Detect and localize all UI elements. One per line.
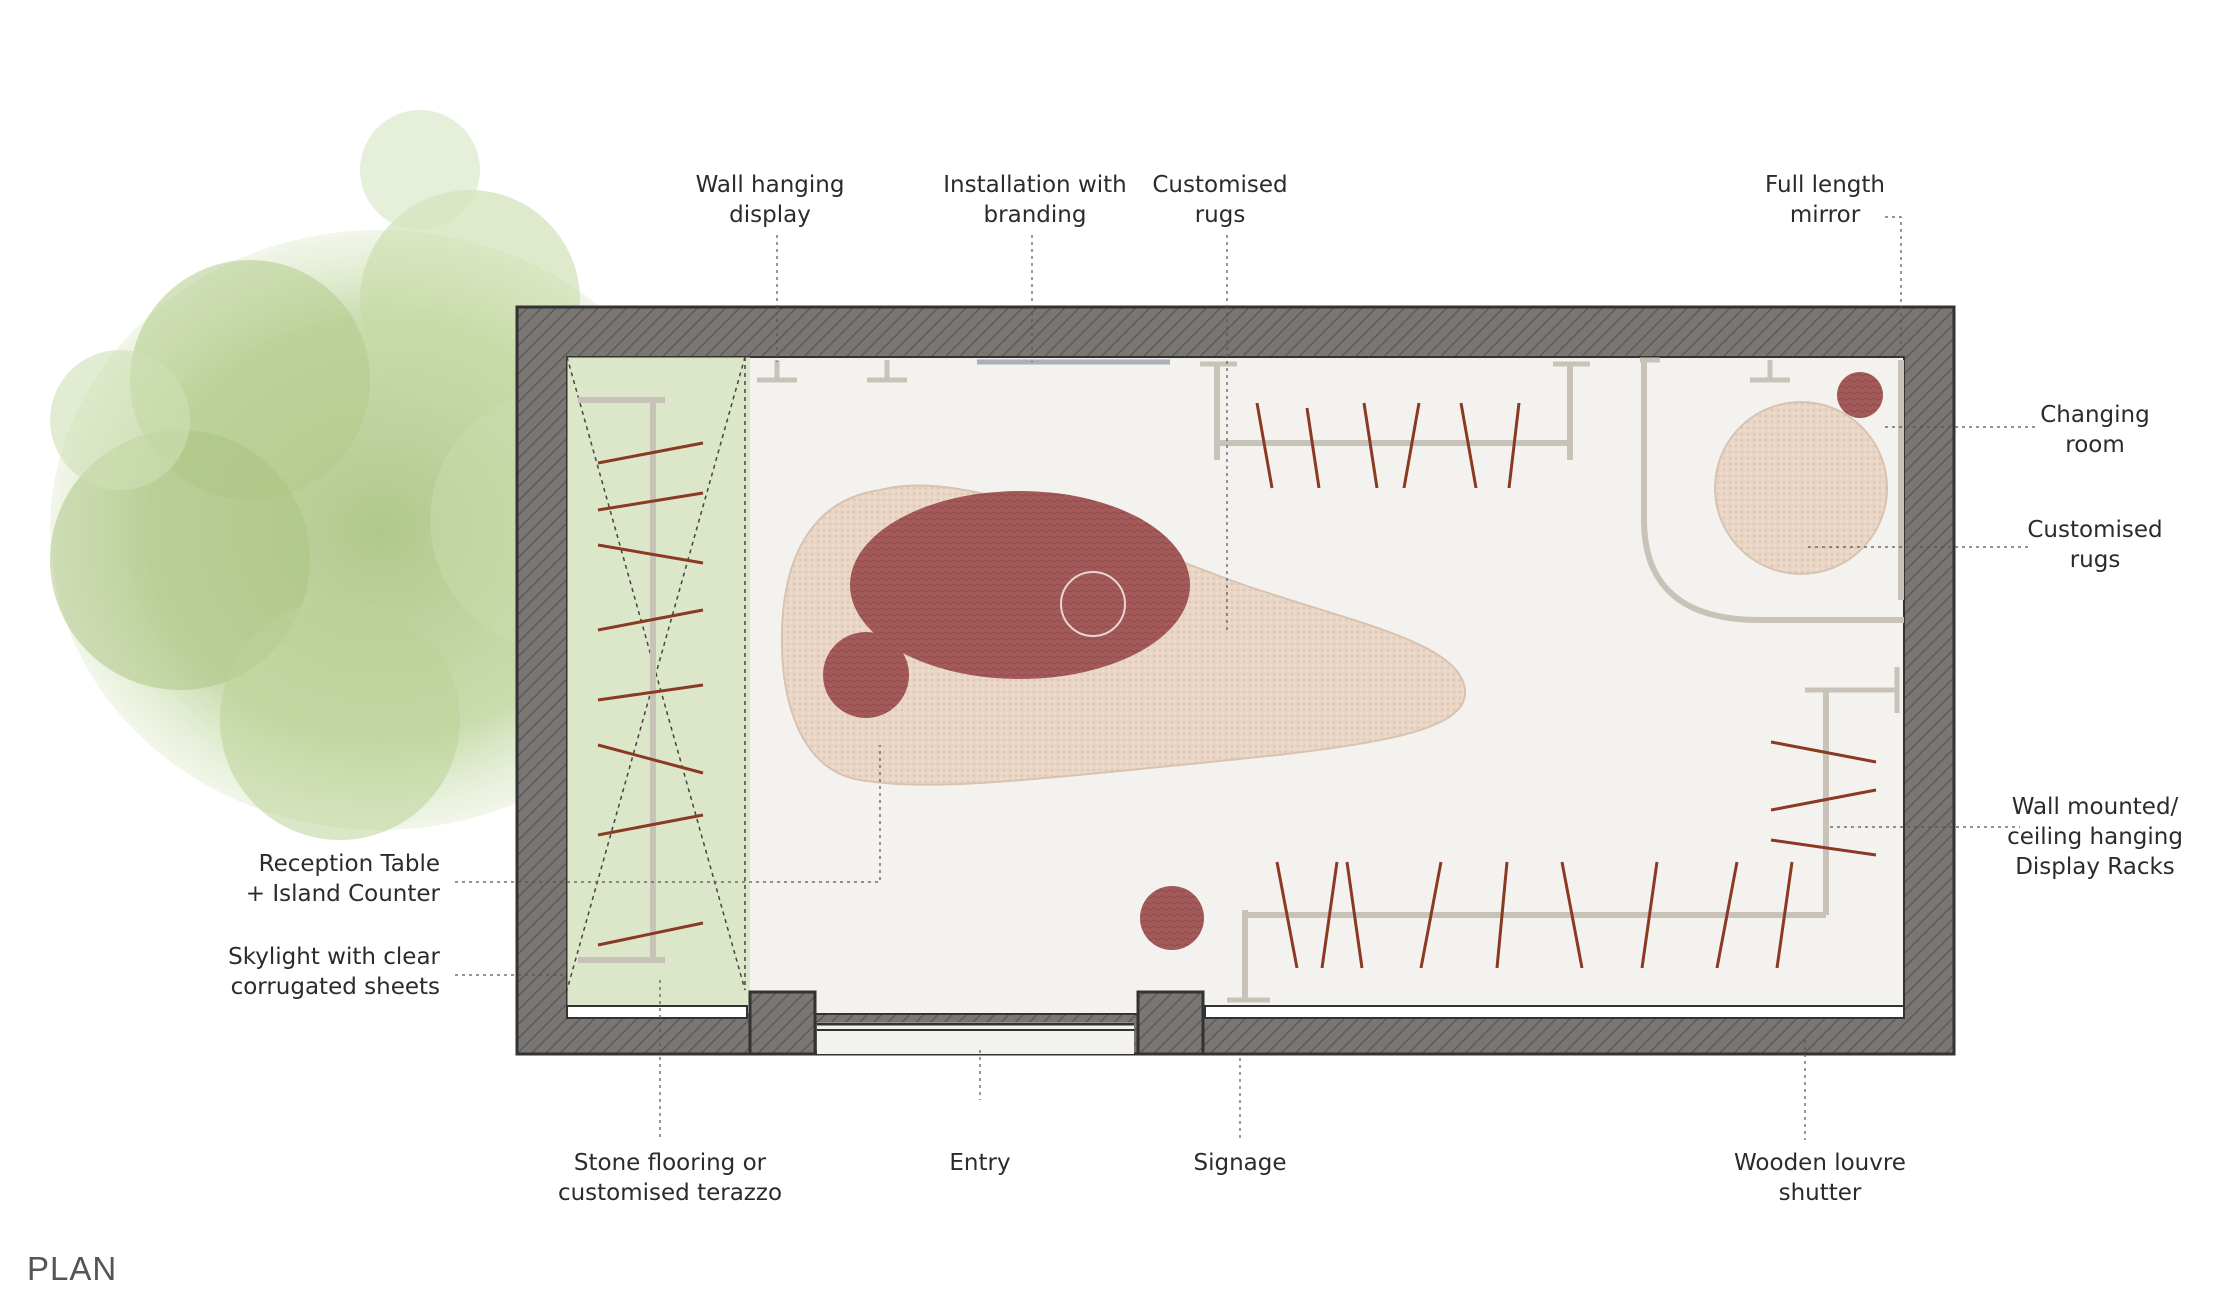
bottom-louvre	[566, 990, 1905, 1056]
label-wooden-louvre: Wooden louvre shutter	[1734, 1150, 1906, 1206]
top-wall-fixtures	[757, 357, 1790, 383]
label-customised-rugs-top: Customised rugs	[1152, 172, 1288, 228]
label-stone-flooring: Stone flooring or customised terazzo	[557, 1150, 783, 1206]
label-changing-room: Changing room	[2040, 402, 2150, 458]
label-customised-rugs-right: Customised rugs	[2027, 517, 2163, 573]
label-installation-branding: Installation with branding	[943, 172, 1127, 228]
label-signage: Signage	[1193, 1150, 1287, 1176]
leader-lines	[455, 216, 2035, 1140]
changing-room-partition	[1641, 360, 1904, 623]
changing-room-stool	[1837, 372, 1883, 418]
changing-room-rug	[1714, 401, 1888, 575]
top-rack	[1200, 361, 1590, 489]
skylight-area	[566, 356, 750, 1014]
label-skylight: Skylight with clear corrugated sheets	[228, 944, 440, 1000]
label-wall-mounted-racks: Wall mounted/ ceiling hanging Display Ra…	[2007, 794, 2183, 880]
label-wall-hanging-display: Wall hanging display	[695, 172, 845, 228]
label-reception-table: Reception Table + Island Counter	[245, 851, 440, 907]
floor-pouf	[1140, 886, 1204, 950]
label-entry: Entry	[949, 1150, 1011, 1176]
left-rack	[578, 397, 704, 963]
central-island	[780, 484, 1467, 786]
label-full-length-mirror: Full length mirror	[1765, 172, 1885, 228]
plan-title: PLAN	[27, 1250, 118, 1287]
bottom-rack	[1227, 861, 1826, 1003]
right-rack	[1770, 667, 1900, 915]
